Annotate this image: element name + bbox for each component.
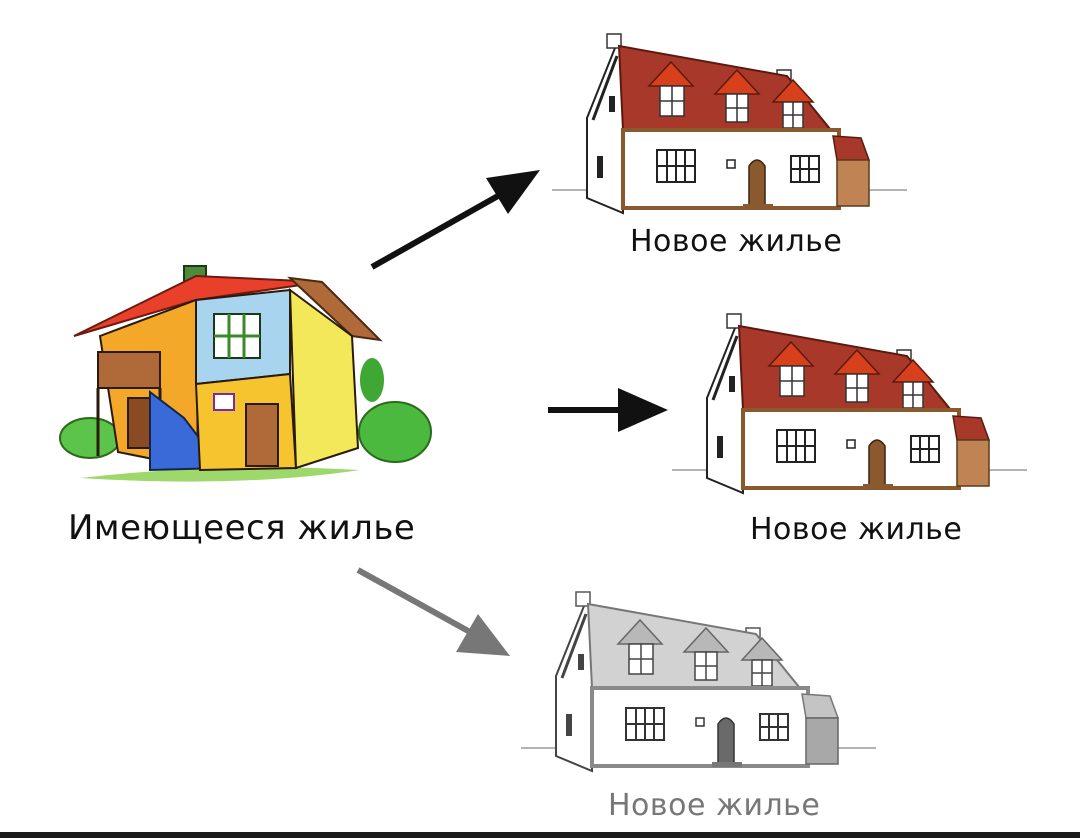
existing-housing-label: Имеющееся жилье bbox=[68, 508, 416, 548]
colored-house-icon bbox=[550, 32, 909, 215]
colored-house-icon bbox=[670, 312, 1029, 495]
arrow-to-new-house-3 bbox=[356, 567, 510, 656]
new-housing-label-1: Новое жилье bbox=[630, 224, 843, 259]
cartoon-house-icon bbox=[59, 265, 432, 482]
arrow-to-new-house-1 bbox=[370, 170, 540, 270]
new-housing-label-3: Новое жилье bbox=[608, 788, 821, 823]
arrow-to-new-house-2 bbox=[548, 388, 668, 432]
bottom-border bbox=[0, 832, 1080, 838]
new-housing-label-2: Новое жилье bbox=[750, 512, 963, 547]
gray-house-icon bbox=[519, 590, 878, 773]
